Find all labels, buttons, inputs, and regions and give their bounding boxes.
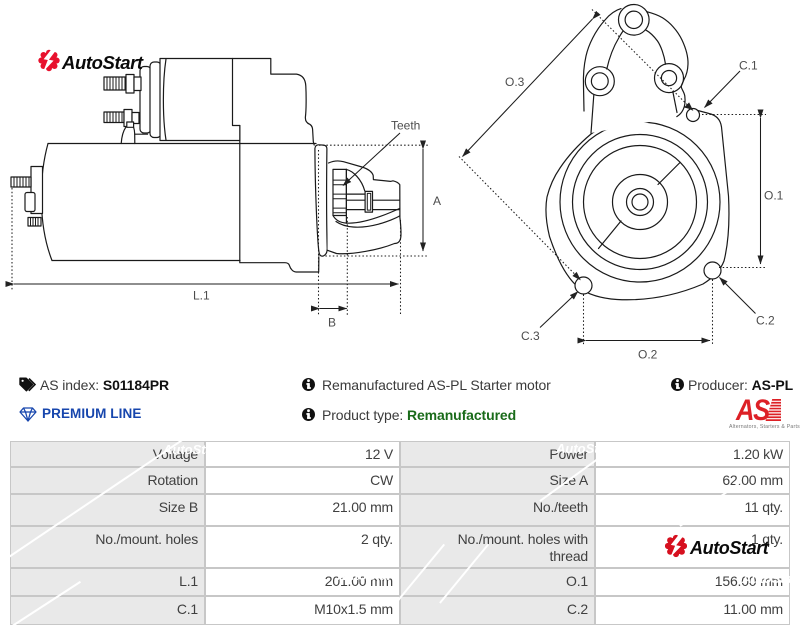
svg-text:C.1: C.1 xyxy=(739,59,758,73)
svg-text:O.3: O.3 xyxy=(505,75,525,89)
svg-text:L.1: L.1 xyxy=(193,289,210,303)
svg-text:A: A xyxy=(433,194,441,208)
svg-text:B: B xyxy=(328,316,336,330)
svg-text:C.3: C.3 xyxy=(521,329,540,343)
svg-text:O.1: O.1 xyxy=(764,189,784,203)
svg-text:C.2: C.2 xyxy=(756,314,775,328)
svg-text:O.2: O.2 xyxy=(638,348,658,362)
svg-text:Teeth: Teeth xyxy=(391,119,420,133)
